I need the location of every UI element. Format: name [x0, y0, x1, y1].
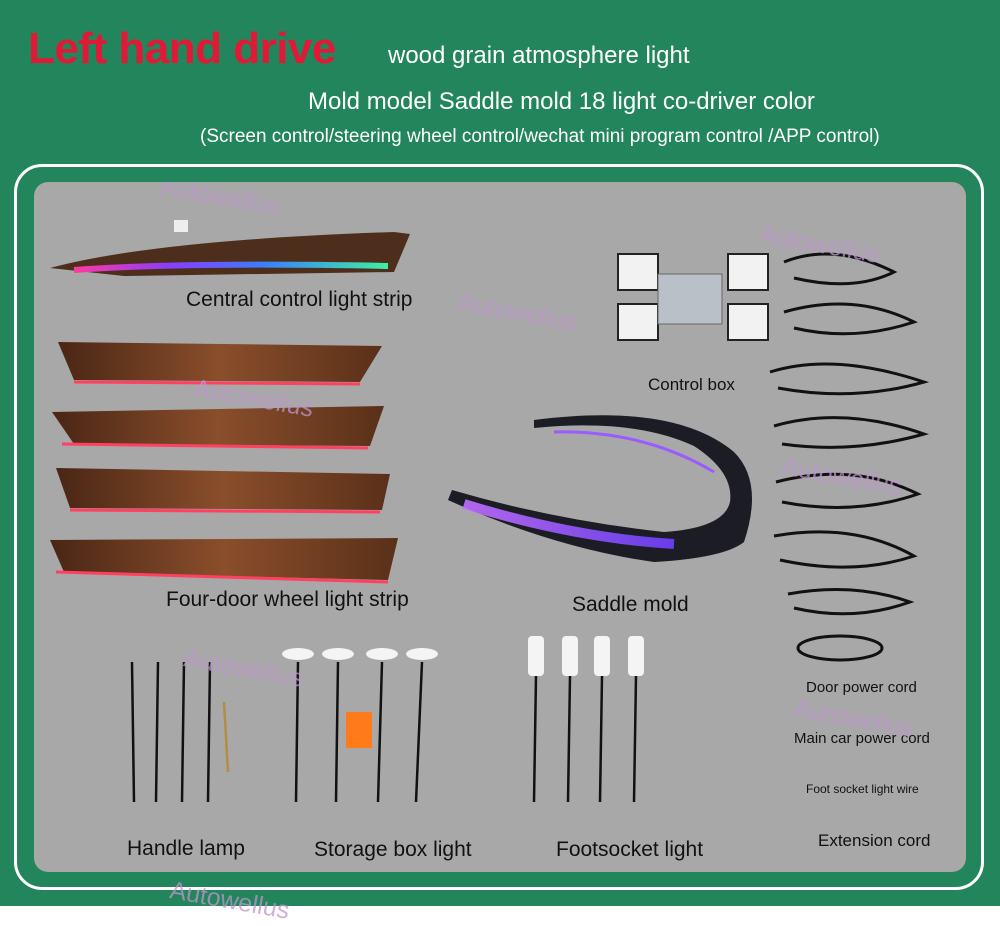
handle-lamps-image — [130, 661, 230, 803]
label-foot-socket-light-wire: Foot socket light wire — [806, 782, 919, 796]
storage-box-lights-image — [282, 648, 438, 803]
headline: Left hand drive — [28, 24, 336, 73]
saddle-mold-image — [448, 415, 752, 562]
label-footsocket-light: Footsocket light — [556, 838, 704, 861]
subtitle-control-modes: (Screen control/steering wheel control/w… — [200, 126, 880, 147]
label-extension-cord: Extension cord — [818, 831, 931, 850]
white-frame — [14, 164, 984, 890]
label-main-car-power-cord: Main car power cord — [794, 730, 930, 747]
label-handle-lamp: Handle lamp — [127, 837, 245, 860]
wiring-harnesses — [769, 252, 930, 662]
product-panel: Central control light strip Four-door wh… — [34, 182, 966, 872]
control-box-image — [617, 253, 769, 341]
door-strip-2 — [52, 406, 384, 450]
label-central-control-strip: Central control light strip — [186, 288, 413, 311]
label-control-box: Control box — [648, 375, 735, 394]
product-photo — [50, 220, 930, 803]
label-storage-box-light: Storage box light — [314, 838, 472, 861]
door-strip-1 — [58, 342, 382, 386]
label-four-door-strip: Four-door wheel light strip — [166, 588, 409, 611]
door-strip-4 — [50, 538, 398, 584]
central-strip-image — [50, 220, 410, 276]
subtitle-mold-model: Mold model Saddle mold 18 light co-drive… — [308, 88, 815, 115]
footsocket-lights-image — [528, 636, 644, 803]
door-strip-3 — [56, 468, 390, 514]
subtitle-wood-grain: wood grain atmosphere light — [388, 42, 690, 69]
label-saddle-mold: Saddle mold — [572, 593, 689, 616]
label-door-power-cord: Door power cord — [806, 679, 917, 696]
